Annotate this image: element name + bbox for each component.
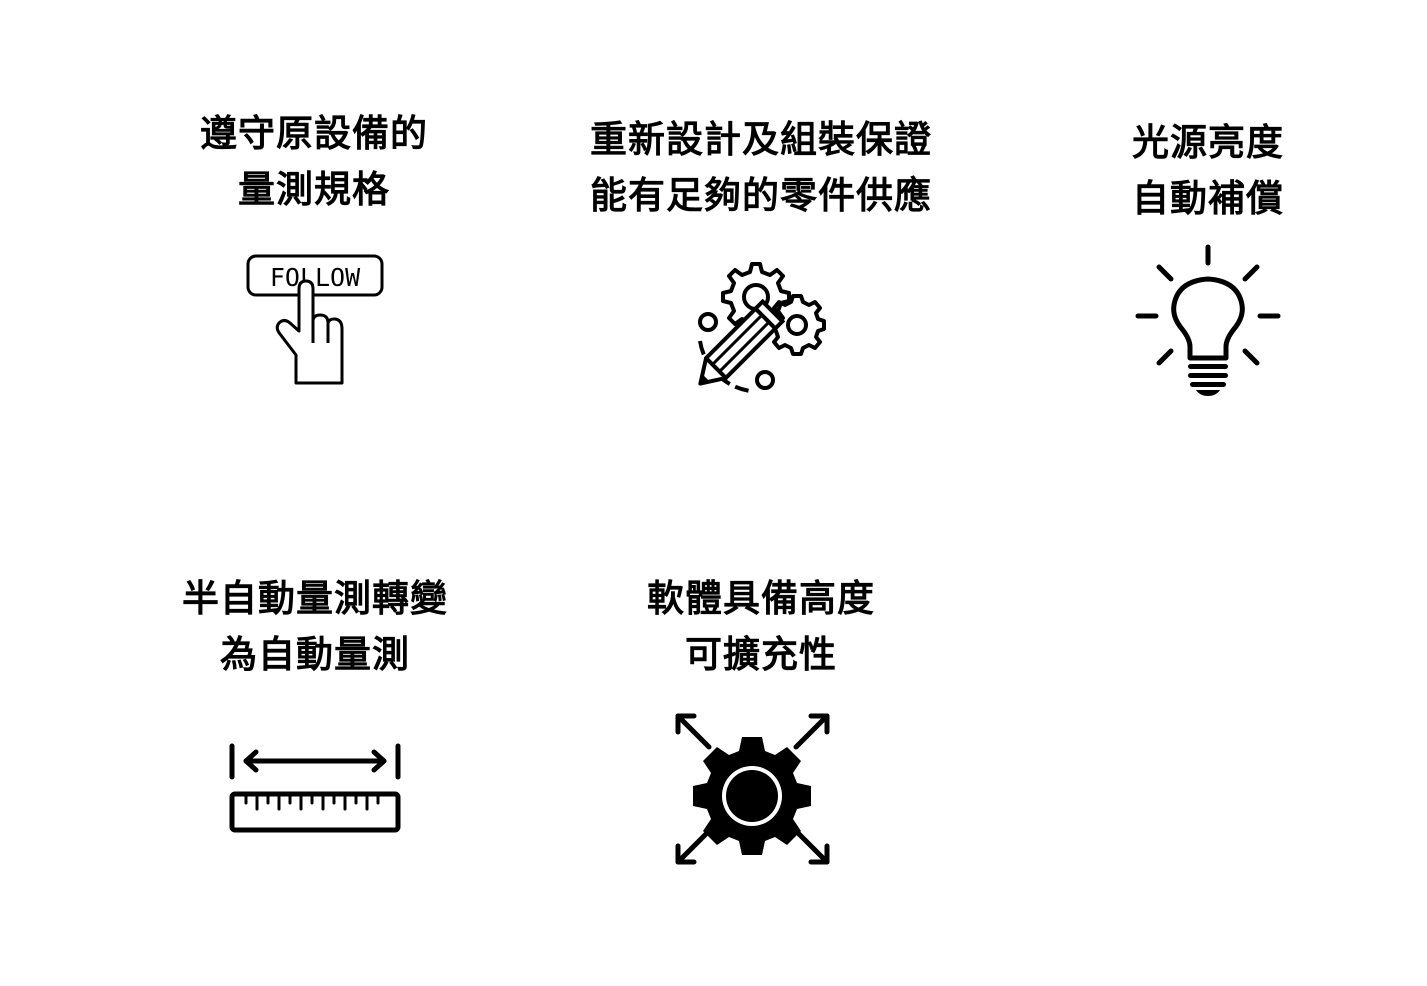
ruler-measure-icon — [226, 741, 404, 836]
feature-card-spec-compliance: 遵守原設備的 量測規格 — [164, 106, 464, 218]
feature-card-software-scalability: 軟體具備高度 可擴充性 — [611, 571, 911, 683]
feature-card-redesign-assembly: 重新設計及組裝保證 能有足夠的零件供應 — [561, 112, 961, 224]
svg-text:FOLLOW: FOLLOW — [270, 263, 361, 292]
feature-title: 光源亮度 自動補償 — [1132, 115, 1284, 227]
gear-expand-icon — [670, 707, 835, 871]
feature-title-line-1: 重新設計及組裝保證 — [590, 118, 932, 161]
follow-button-hand-icon: FOLLOW — [244, 253, 386, 389]
feature-title-line-1: 半自動量測轉變 — [182, 577, 448, 620]
feature-card-light-compensation: 光源亮度 自動補償 — [1088, 115, 1328, 227]
feature-title-line-1: 遵守原設備的 — [200, 112, 428, 155]
feature-title: 重新設計及組裝保證 能有足夠的零件供應 — [590, 112, 932, 224]
feature-title-line-2: 可擴充性 — [685, 633, 837, 676]
feature-card-auto-measure: 半自動量測轉變 為自動量測 — [160, 571, 470, 683]
feature-title-line-1: 軟體具備高度 — [647, 577, 875, 620]
feature-title-line-2: 自動補償 — [1132, 177, 1284, 220]
feature-title: 遵守原設備的 量測規格 — [200, 106, 428, 218]
feature-title-line-2: 為自動量測 — [220, 633, 410, 676]
feature-title-line-2: 量測規格 — [238, 168, 390, 211]
lightbulb-icon — [1134, 243, 1282, 398]
feature-title-line-2: 能有足夠的零件供應 — [590, 174, 932, 217]
feature-title: 軟體具備高度 可擴充性 — [647, 571, 875, 683]
feature-title-line-1: 光源亮度 — [1132, 121, 1284, 164]
feature-title: 半自動量測轉變 為自動量測 — [182, 571, 448, 683]
gears-pencil-icon — [690, 256, 835, 398]
